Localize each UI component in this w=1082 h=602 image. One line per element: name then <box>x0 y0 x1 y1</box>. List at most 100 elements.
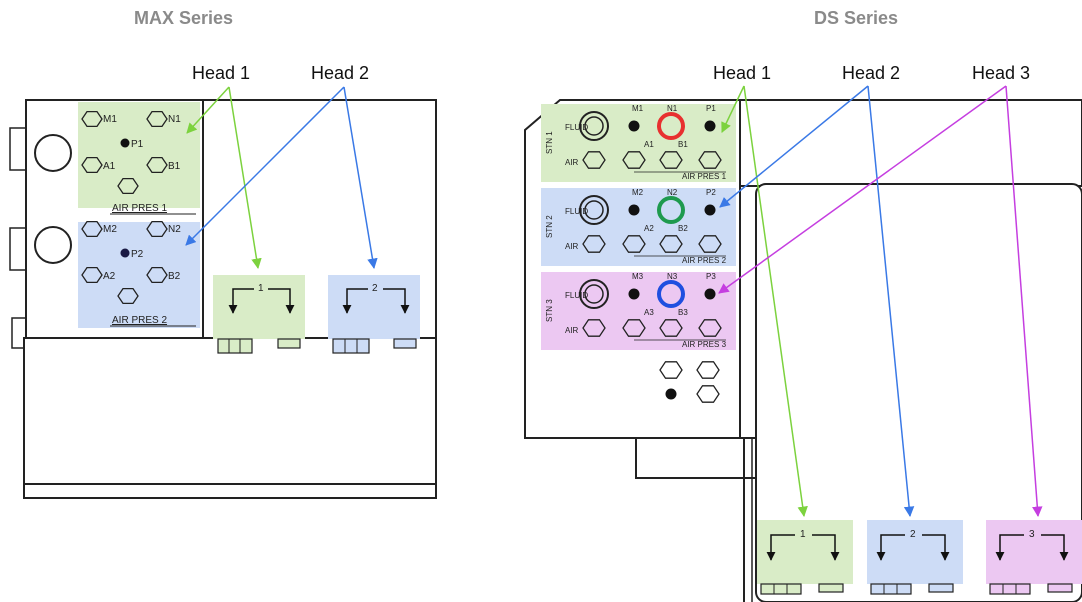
max-port-label-a2: A2 <box>103 271 116 282</box>
ds-port-label-p3: P3 <box>706 272 716 281</box>
ds-nozzle-2: 2 <box>867 520 963 595</box>
ds-fluid-label: FLUID <box>565 123 588 132</box>
max-port-hexagon <box>81 156 103 174</box>
ds-head-1-callout: Head 1 <box>713 63 771 83</box>
max-nozzle-1-number: 1 <box>258 283 264 294</box>
ds-head-3-callout: Head 3 <box>972 63 1030 83</box>
ds-port-hexagon <box>698 235 722 253</box>
max-port-hexagons <box>81 110 168 305</box>
ds-port-label-p1: P1 <box>706 104 716 113</box>
ds-port-label-b3: B3 <box>678 308 688 317</box>
ds-air-label: AIR <box>565 326 579 335</box>
ds-nozzle-number: 1 <box>800 529 806 540</box>
ds-head-2-callout: Head 2 <box>842 63 900 83</box>
ds-head-2-arrows <box>719 85 915 518</box>
max-series-title: MAX Series <box>134 8 234 28</box>
ds-station-side-label: STN 1 <box>545 131 554 154</box>
ds-port-hexagon <box>622 319 646 337</box>
max-port-label-b2: B2 <box>168 271 181 282</box>
ds-nozzle-boxes: 1 2 3 <box>757 520 1082 595</box>
ds-port-label-m2: M2 <box>632 188 644 197</box>
max-p1-dot <box>120 138 130 148</box>
ds-series-unit <box>524 99 1082 602</box>
ds-fluid-label: FLUID <box>565 291 588 300</box>
ds-air-hexagon <box>582 319 606 337</box>
ds-station-side-label: STN 2 <box>545 215 554 238</box>
max-nozzle-2-number: 2 <box>372 283 378 294</box>
max-port-hexagon <box>146 266 168 284</box>
max-head-2-arrows <box>185 86 378 270</box>
max-air-pres-2-label: AIR PRES 2 <box>112 315 167 326</box>
max-p2-dot <box>120 248 130 258</box>
ds-head-1-arrows <box>721 85 808 518</box>
max-station-2-panel <box>78 222 200 328</box>
ds-aux-port-dot <box>665 388 677 400</box>
max-nozzle-1: 1 <box>213 275 305 354</box>
ds-air-label: AIR <box>565 242 579 251</box>
ds-port-hexagon <box>622 151 646 169</box>
max-head-1-callout: Head 1 <box>192 63 250 83</box>
max-head-2-callout: Head 2 <box>311 63 369 83</box>
ds-nozzle-number: 3 <box>1029 529 1035 540</box>
ds-air-hexagon <box>582 151 606 169</box>
ds-nozzle-3: 3 <box>986 520 1082 595</box>
max-port-hexagon <box>81 110 103 128</box>
max-air-pres-1-label: AIR PRES 1 <box>112 203 167 214</box>
max-port-label-p1: P1 <box>131 139 144 150</box>
max-port-hexagon <box>146 220 168 238</box>
ds-aux-hexagon <box>659 361 683 379</box>
ds-port-label-p2: P2 <box>706 188 716 197</box>
ds-port-label-a3: A3 <box>644 308 654 317</box>
ds-port-hexagon <box>659 151 683 169</box>
ds-head-3-arrows <box>718 85 1043 518</box>
ds-nozzle-1: 1 <box>757 520 853 595</box>
max-port-hexagon <box>81 220 103 238</box>
max-nozzle-2: 2 <box>328 275 420 354</box>
ds-port-label-n3: N3 <box>667 272 678 281</box>
ds-port-label-m1: M1 <box>632 104 644 113</box>
max-port-label-m2: M2 <box>103 224 117 235</box>
max-port-label-b1: B1 <box>168 161 181 172</box>
ds-air-label: AIR <box>565 158 579 167</box>
ds-air-hexagon <box>582 235 606 253</box>
max-port-hexagon <box>81 266 103 284</box>
ds-port-label-a1: A1 <box>644 140 654 149</box>
ds-aux-hexagon <box>696 361 720 379</box>
ds-port-label-b1: B1 <box>678 140 688 149</box>
max-port-label-n1: N1 <box>168 114 181 125</box>
ds-port-label-m3: M3 <box>632 272 644 281</box>
ds-aux-hexagon <box>696 385 720 403</box>
max-port-label-a1: A1 <box>103 161 116 172</box>
max-port-hexagon <box>146 156 168 174</box>
max-port-hexagon <box>117 287 139 305</box>
max-station-1-panel <box>78 102 200 208</box>
ds-station-side-label: STN 3 <box>545 299 554 322</box>
ds-auxiliary-ports <box>659 361 720 403</box>
max-head-1-arrows <box>186 86 262 270</box>
ds-series-title: DS Series <box>814 8 899 28</box>
ds-air-pres-label: AIR PRES 2 <box>682 256 727 265</box>
ds-port-label-b2: B2 <box>678 224 688 233</box>
ds-port-hexagon <box>622 235 646 253</box>
max-port-label-m1: M1 <box>103 114 117 125</box>
ds-port-hexagon <box>698 319 722 337</box>
ds-fluid-label: FLUID <box>565 207 588 216</box>
ds-air-pres-label: AIR PRES 3 <box>682 340 727 349</box>
ds-port-label-a2: A2 <box>644 224 654 233</box>
ds-port-hexagon <box>659 319 683 337</box>
max-port-label-p2: P2 <box>131 249 144 260</box>
ds-port-hexagon <box>659 235 683 253</box>
ds-nozzle-number: 2 <box>910 529 916 540</box>
max-port-hexagon <box>117 177 139 195</box>
ds-port-hexagon <box>698 151 722 169</box>
ds-port-label-n1: N1 <box>667 104 678 113</box>
max-port-label-n2: N2 <box>168 224 181 235</box>
ds-port-label-n2: N2 <box>667 188 678 197</box>
ds-air-pres-label: AIR PRES 1 <box>682 172 727 181</box>
